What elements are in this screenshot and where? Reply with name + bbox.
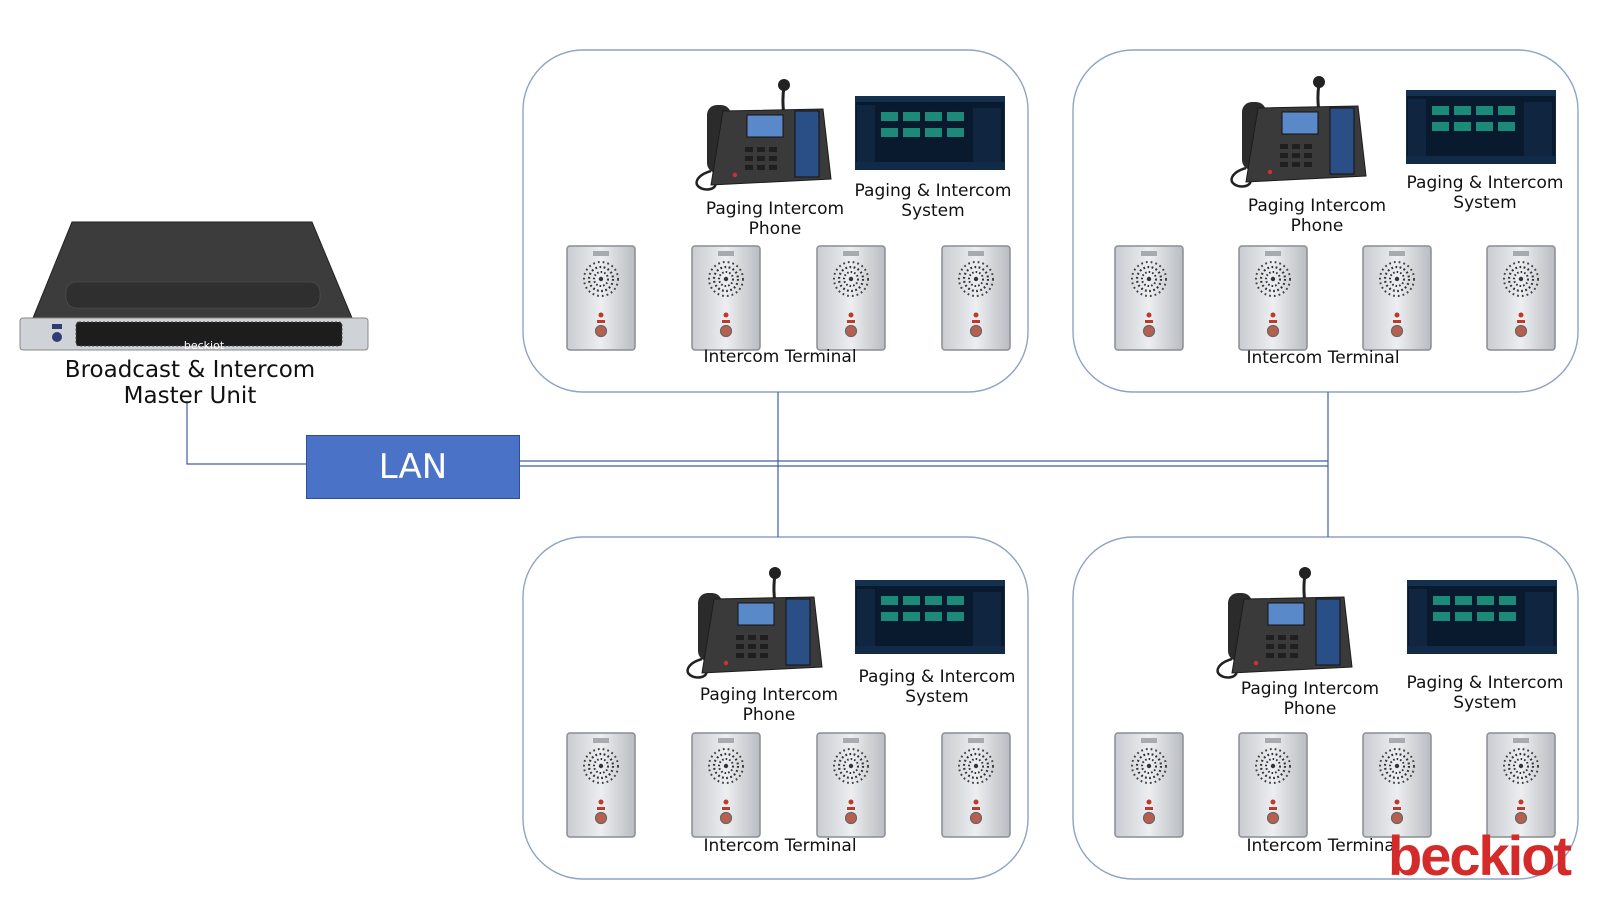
- intercom-group-4: [1072, 536, 1579, 880]
- intercom-group-2: [1072, 49, 1579, 393]
- logo-text: beckiot: [1388, 824, 1572, 887]
- phone-label-line1: Paging Intercom: [1247, 196, 1387, 216]
- terminal-label-line1: Intercom Terminal: [703, 836, 857, 856]
- terminal-label: Intercom Terminal: [1223, 836, 1423, 857]
- system-label-line2: System: [1453, 692, 1517, 713]
- intercom-terminal-icon: [566, 245, 636, 351]
- master-label-line1: Broadcast & Intercom: [64, 357, 316, 383]
- system-label-line2: System: [905, 686, 969, 707]
- terminal-label-line1: Intercom Terminal: [703, 347, 857, 367]
- intercom-terminal-icon: [941, 245, 1011, 351]
- intercom-terminal-icon: [1486, 245, 1556, 351]
- paging-system-screen-icon: [1407, 580, 1557, 654]
- phone-label-line2: Phone: [742, 704, 796, 725]
- intercom-terminal-icon: [1114, 732, 1184, 838]
- intercom-terminal-icon: [1362, 245, 1432, 351]
- intercom-terminal-icon: [691, 245, 761, 351]
- phone-label-line1: Paging Intercom: [699, 685, 839, 705]
- phone-label-line1: Paging Intercom: [705, 199, 845, 219]
- intercom-terminal-icon: [941, 732, 1011, 838]
- intercom-group-1: [522, 49, 1029, 393]
- system-label-line1: Paging & Intercom: [854, 181, 1012, 201]
- system-label-line1: Paging & Intercom: [858, 667, 1016, 687]
- intercom-terminal-icon: [1238, 732, 1308, 838]
- intercom-terminal-icon: [1238, 245, 1308, 351]
- intercom-terminal-icon: [691, 732, 761, 838]
- intercom-terminal-icon: [816, 732, 886, 838]
- phone-label-line2: Phone: [1290, 215, 1344, 236]
- intercom-terminal-icon: [1486, 732, 1556, 838]
- system-label-line2: System: [901, 200, 965, 221]
- brand-logo: beckiot: [1388, 828, 1572, 884]
- phone-label-line2: Phone: [748, 218, 802, 239]
- terminal-label: Intercom Terminal: [680, 347, 880, 368]
- master-unit-device: beckiot: [19, 221, 369, 352]
- lan-connectors: [186, 392, 1329, 537]
- phone-label-line2: Phone: [1283, 698, 1337, 719]
- paging-system-screen-icon: [855, 96, 1005, 170]
- terminal-label-line1: Intercom Terminal: [1246, 348, 1400, 368]
- terminal-label: Intercom Terminal: [680, 836, 880, 857]
- intercom-terminal-icon: [1362, 732, 1432, 838]
- intercom-group-3: [522, 536, 1029, 880]
- paging-system-screen-icon: [1406, 90, 1556, 164]
- intercom-terminal-icon: [1114, 245, 1184, 351]
- master-connector: [186, 401, 306, 465]
- system-label-line1: Paging & Intercom: [1406, 173, 1564, 193]
- phone-label-line1: Paging Intercom: [1240, 679, 1380, 699]
- terminal-label: Intercom Terminal: [1223, 348, 1423, 369]
- intercom-terminal-icon: [566, 732, 636, 838]
- system-label-line1: Paging & Intercom: [1406, 673, 1564, 693]
- lan-label: LAN: [378, 447, 448, 487]
- master-label-line2: Master Unit: [123, 383, 257, 410]
- terminal-label-line1: Intercom Terminal: [1246, 836, 1400, 856]
- system-label-line2: System: [1453, 192, 1517, 213]
- paging-system-screen-icon: [855, 580, 1005, 654]
- lan-switch-box: LAN: [306, 435, 520, 499]
- master-brand-plate: beckiot: [184, 339, 225, 352]
- intercom-terminal-icon: [816, 245, 886, 351]
- master-unit-label: Broadcast & Intercom Master Unit: [45, 357, 335, 410]
